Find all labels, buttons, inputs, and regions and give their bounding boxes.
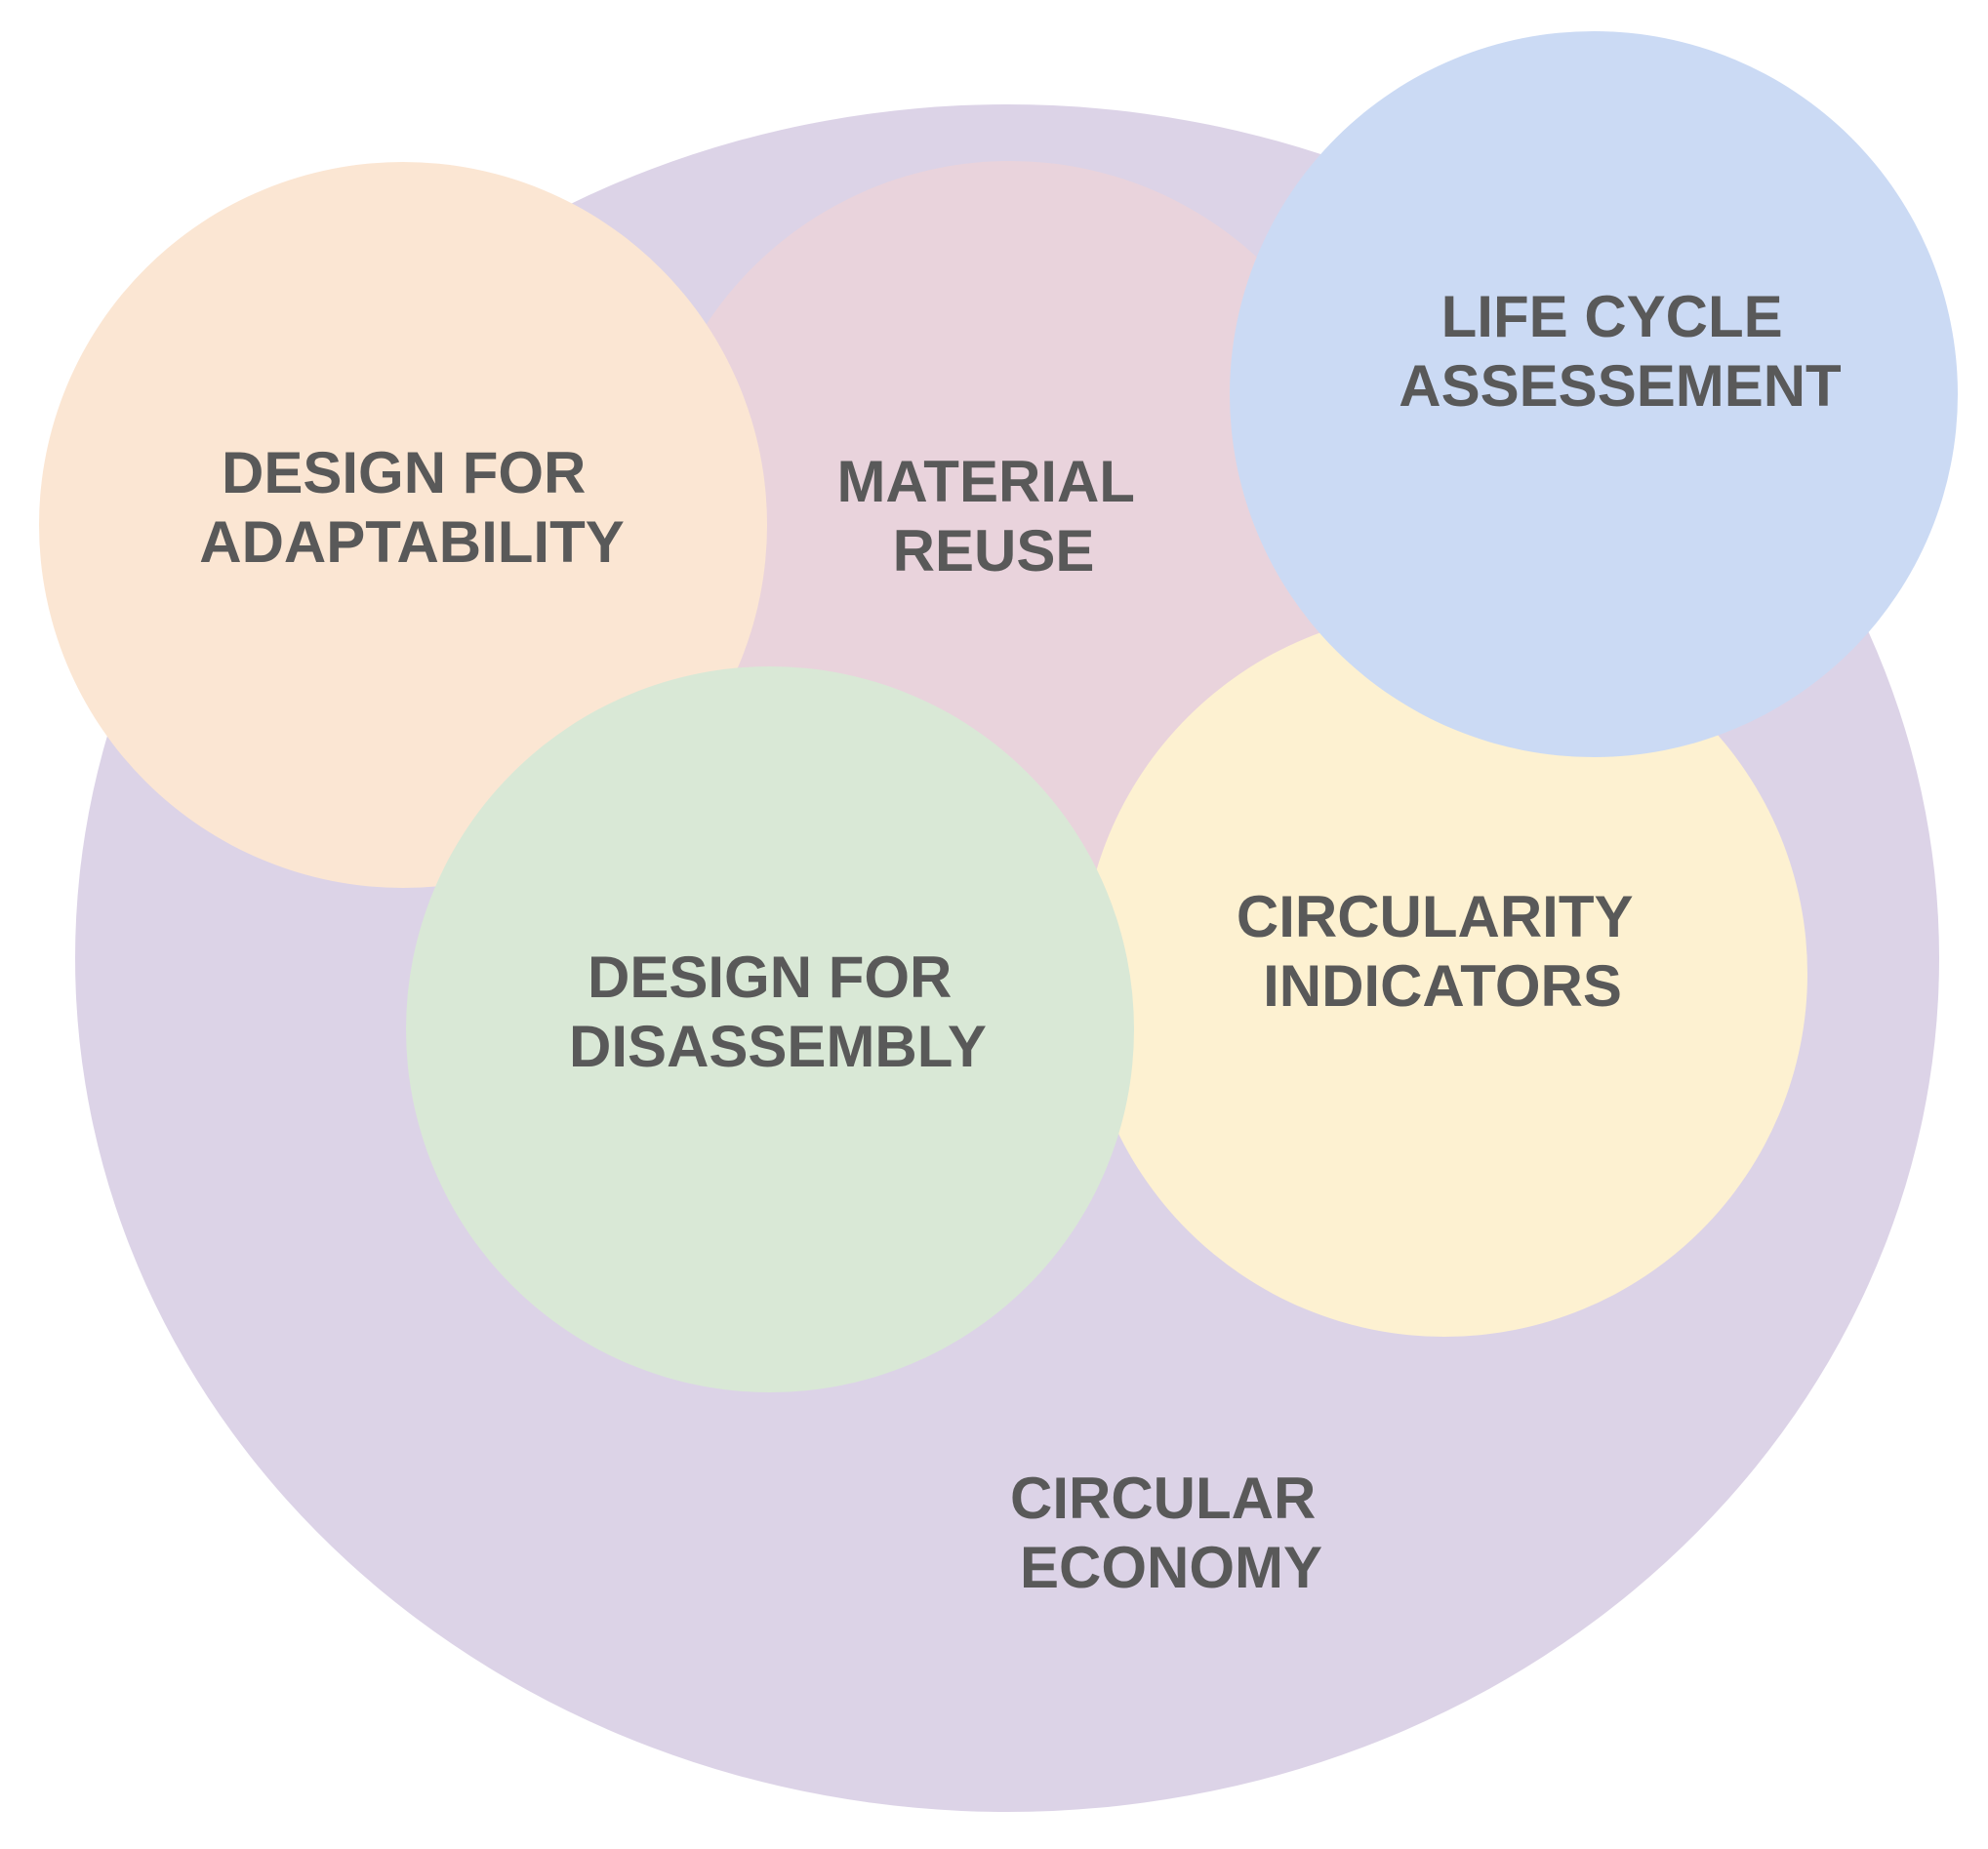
life-cycle-assessement-label-line-1: LIFE CYCLE	[1441, 284, 1783, 349]
circularity-indicators-group: CIRCULARITY INDICATORS	[1081, 611, 1807, 1337]
circularity-indicators-circle	[1081, 611, 1807, 1337]
life-cycle-assessement-label: LIFE CYCLE ASSESSEMENT	[1399, 284, 1841, 419]
design-for-disassembly-label-line-2: DISASSEMBLY	[569, 1014, 987, 1079]
material-reuse-label: MATERIAL REUSE	[836, 449, 1150, 583]
circularity-indicators-label-line-1: CIRCULARITY	[1237, 884, 1634, 949]
design-for-disassembly-group: DESIGN FOR DISASSEMBLY	[406, 666, 1134, 1392]
circular-economy-label: CIRCULAR ECONOMY	[1010, 1466, 1332, 1600]
material-reuse-label-line-2: REUSE	[893, 518, 1095, 583]
circularity-indicators-label-line-2: INDICATORS	[1263, 953, 1622, 1019]
design-for-disassembly-label: DESIGN FOR DISASSEMBLY	[569, 945, 987, 1079]
design-for-adaptability-circle	[39, 162, 767, 888]
design-for-adaptability-label-line-1: DESIGN FOR	[222, 440, 586, 505]
life-cycle-assessement-circle	[1230, 31, 1958, 757]
life-cycle-assessement-group: LIFE CYCLE ASSESSEMENT	[1230, 31, 1958, 757]
design-for-adaptability-group: DESIGN FOR ADAPTABILITY	[39, 162, 767, 888]
life-cycle-assessement-label-line-2: ASSESSEMENT	[1399, 353, 1841, 419]
design-for-adaptability-label-line-2: ADAPTABILITY	[199, 509, 625, 575]
circular-economy-label-line-2: ECONOMY	[1020, 1535, 1322, 1600]
material-reuse-label-line-1: MATERIAL	[836, 449, 1133, 514]
circularity-indicators-label: CIRCULARITY INDICATORS	[1237, 884, 1648, 1019]
circular-economy-label-line-1: CIRCULAR	[1010, 1466, 1316, 1531]
design-for-disassembly-label-line-1: DESIGN FOR	[588, 945, 952, 1010]
design-for-adaptability-label: DESIGN FOR ADAPTABILITY	[199, 440, 625, 575]
design-for-disassembly-circle	[406, 666, 1134, 1392]
